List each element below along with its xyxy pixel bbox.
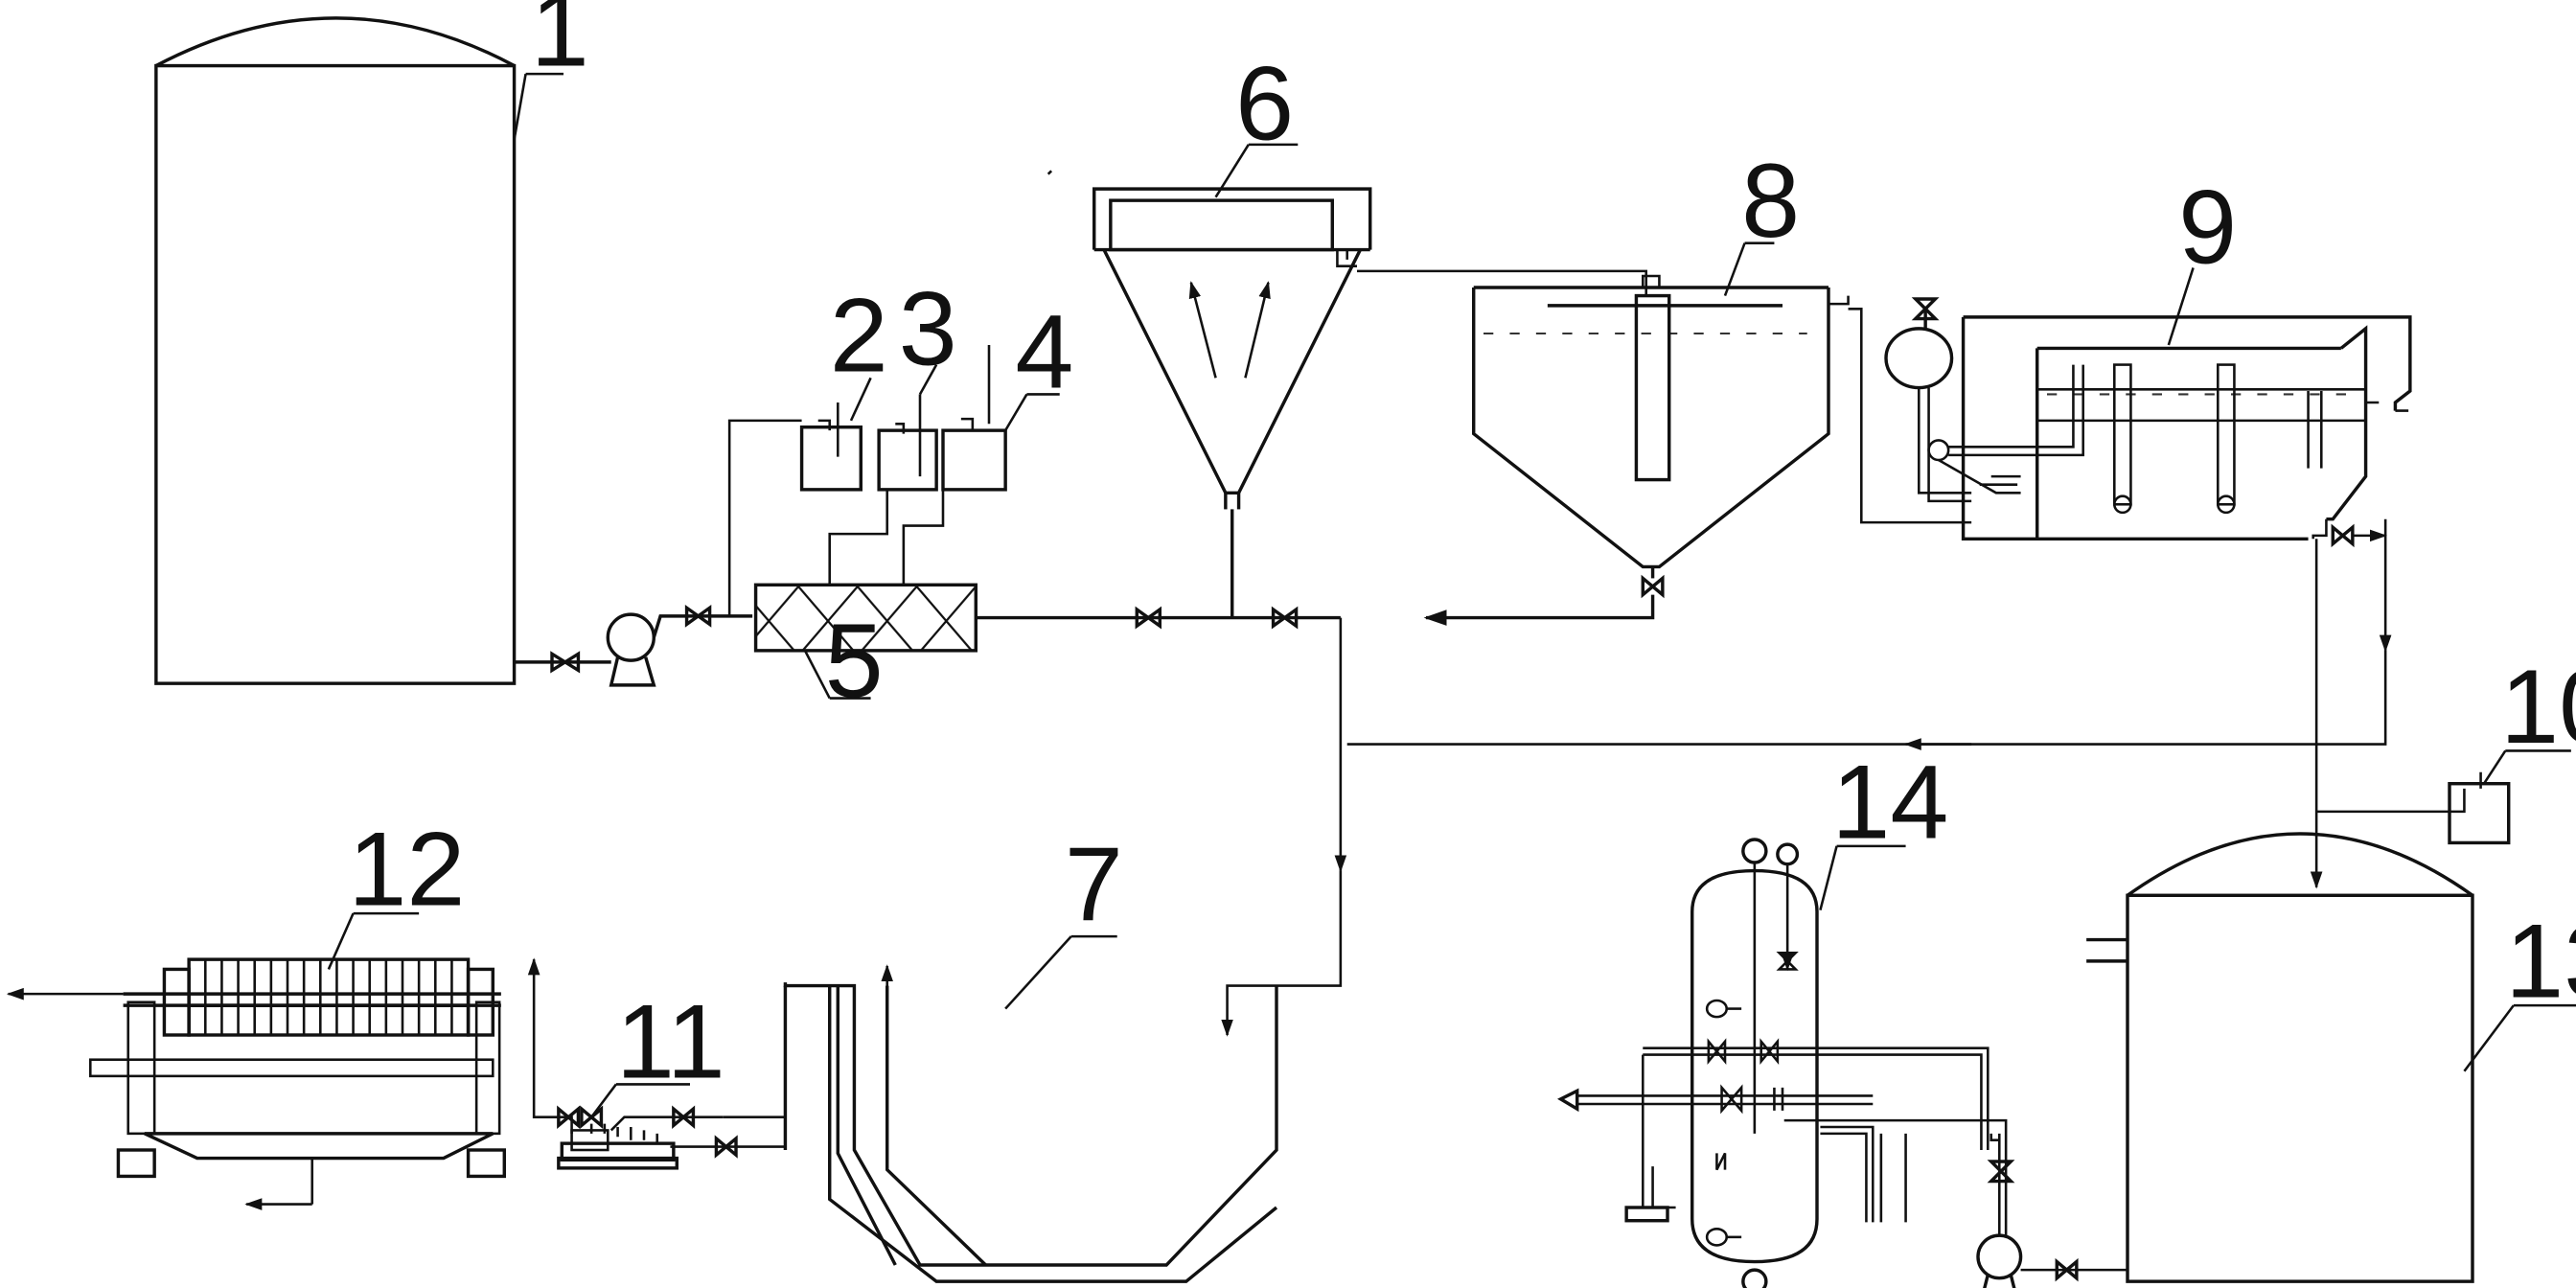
- leader-line-14: [1819, 845, 1838, 911]
- flotation-tank-9: [1961, 315, 2412, 540]
- pipe-clarifier8-to-daf9: [1848, 308, 1972, 524]
- leader-line-1: [513, 73, 527, 140]
- clarifier-8: [1423, 274, 1850, 626]
- cone-reactor-6: [1092, 187, 1372, 618]
- dosing-line-3: [828, 489, 888, 586]
- label-3: 3: [899, 271, 957, 388]
- valve-3: [1135, 606, 1162, 630]
- valve-9: [2055, 1257, 2079, 1282]
- daf9-outlet: [2312, 518, 2328, 540]
- pipe-reactor6-to-clarifier8: [1357, 269, 1647, 296]
- tick-mark: [1046, 170, 1053, 175]
- dosing-tank-2: [799, 402, 862, 492]
- valve-8: [557, 1105, 604, 1129]
- leader-line-5: [803, 650, 831, 700]
- filter-press-12: [6, 957, 506, 1210]
- label-4: 4: [1015, 294, 1073, 411]
- dosing-tank-4: [941, 345, 1007, 492]
- pipe-into-basin7: [1221, 870, 1343, 1037]
- label-2: 2: [830, 277, 888, 394]
- label-7: 7: [1065, 826, 1123, 943]
- screw-pump-11: [557, 1116, 724, 1170]
- label-1: 1: [531, 0, 589, 89]
- leader-line-3: [918, 363, 938, 396]
- leader-line-8: [1723, 242, 1746, 297]
- sludge-basin-7: [783, 964, 1278, 1283]
- pipe-pump11-to-press12: [527, 957, 573, 1134]
- valve-1: [550, 651, 581, 674]
- leader-line-6: [1214, 144, 1250, 198]
- clean-water-tank-13: [2086, 832, 2474, 1283]
- label-5: 5: [825, 603, 884, 720]
- label-9: 9: [2178, 169, 2237, 286]
- leader-line-12: [327, 912, 355, 970]
- leader-line-13: [2463, 1004, 2515, 1072]
- feed-pump-1: [606, 612, 687, 687]
- leader-line-10: [2482, 749, 2507, 785]
- valve-10: [1987, 1160, 2015, 1184]
- label-14: 14: [1831, 744, 1948, 861]
- leader-line-7: [1004, 935, 1072, 1010]
- pipe-pump-to-filter14: [1783, 1118, 2008, 1236]
- storage-tank-1: [154, 16, 517, 685]
- label-12: 12: [348, 812, 465, 929]
- leader-line-2: [849, 377, 872, 422]
- leader-line-9: [2167, 267, 2195, 346]
- label-11: 11: [616, 984, 725, 1101]
- label-13: 13: [2505, 904, 2576, 1021]
- pipe-basin7-to-pump11: [670, 1018, 787, 1148]
- air-dissolving-tank: [1884, 297, 2084, 503]
- valve-7: [672, 1105, 696, 1129]
- leader-line-4: [1004, 393, 1028, 431]
- label-8: 8: [1741, 143, 1800, 260]
- valve-2: [684, 604, 712, 628]
- dosing-tank-10: [2316, 771, 2511, 845]
- dosing-line-2: [727, 419, 802, 616]
- dosing-tank-3: [877, 394, 938, 492]
- valve-6: [714, 1135, 738, 1159]
- valve-5: [2331, 523, 2355, 548]
- label-6: 6: [1235, 46, 1294, 163]
- pipe-return-to-mix: [1346, 650, 2387, 746]
- dosing-line-4: [902, 489, 945, 586]
- valve-4: [1271, 606, 1299, 630]
- backwash-pump: [1976, 1233, 2023, 1288]
- pressure-filter-14: [1557, 838, 1990, 1288]
- label-10: 10: [2500, 649, 2576, 766]
